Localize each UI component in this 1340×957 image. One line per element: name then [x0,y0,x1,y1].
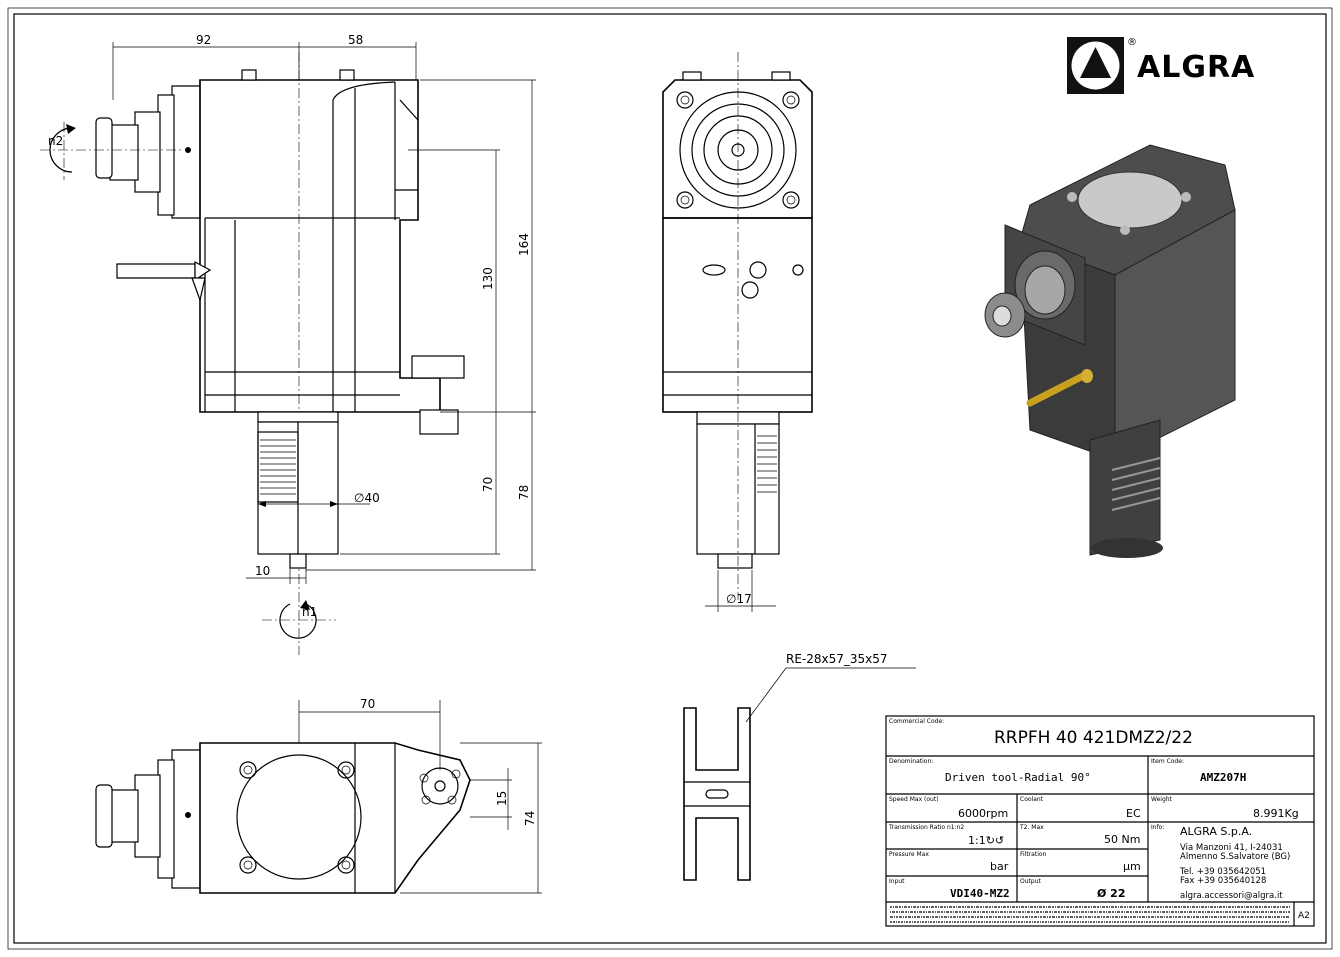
brand-logo: ALGRA ® [1067,37,1255,94]
denomination-label: Denomination: [889,758,933,765]
dim-130: 130 [481,267,495,290]
company: ALGRA S.p.A. [1180,825,1252,838]
input-label: Input [889,878,905,885]
weight-value: 8.991Kg [1253,807,1299,820]
dim-70-top: 70 [360,697,375,711]
front-view: 92 58 n2 [40,33,536,655]
inner-border [13,13,1327,944]
isometric-3d-view [984,144,1236,558]
item-code-label: Item Code: [1151,758,1184,765]
speed-label: Speed Max (out) [889,796,939,803]
email: algra.accessori@algra.it [1180,891,1283,901]
dim-58: 58 [348,33,363,47]
denomination: Driven tool-Radial 90° [945,771,1091,784]
address2: Almenno S.Salvatore (BG) [1180,852,1290,862]
dim-70: 70 [481,477,495,492]
shank-thread [257,431,299,503]
coolant-label: Coolant [1020,796,1044,803]
sheet-size: A2 [1298,911,1310,921]
coupling-profile: RE-28x57_35x57 [683,652,916,881]
outer-border [7,7,1333,950]
ratio-label: Transmission Ratio n1:n2 [888,824,964,831]
dim-92: 92 [196,33,211,47]
output-value: Ø 22 [1097,887,1126,900]
ratio-value: 1:1↻↺ [968,834,1004,847]
filtration-label: Filtration [1020,851,1047,858]
torque-value: 50 Nm [1104,833,1140,846]
label-n2: n2 [48,134,63,148]
speed-value: 6000rpm [958,807,1008,820]
side-view: ∅17 [662,52,813,612]
top-view: 70 15 74 [95,697,542,894]
item-code: AMZ207H [1200,771,1246,784]
pressure-label: Pressure Max [889,851,929,858]
torque-label: T2. Max [1019,824,1044,831]
address1: Via Manzoni 41, I-24031 [1180,843,1283,853]
weight-label: Weight [1151,796,1173,803]
tel: Tel. +39 035642051 [1179,867,1266,877]
output-label: Output [1020,878,1041,885]
dim-diameter-17: ∅17 [726,592,752,606]
dim-10: 10 [255,564,270,578]
registered-mark: ® [1127,37,1137,48]
coupling-label: RE-28x57_35x57 [786,652,888,666]
info-label: Info: [1151,824,1164,831]
dim-74: 74 [523,811,537,826]
brand-name: ALGRA [1137,50,1255,85]
input-value: VDI40-MZ2 [950,887,1010,900]
dim-15: 15 [495,791,509,806]
dim-78: 78 [517,485,531,500]
dim-diameter-40: ∅40 [354,491,380,505]
legal-notice-lines [890,906,1290,923]
label-n1: n1 [302,605,317,619]
coolant-value: EC [1126,807,1141,820]
filtration-value: µm [1123,860,1141,873]
title-block: Commercial Code: RRPFH 40 421DMZ2/22 Den… [885,715,1315,927]
fax: Fax +39 035640128 [1180,876,1266,886]
dim-164: 164 [517,233,531,256]
commercial-code: RRPFH 40 421DMZ2/22 [994,728,1193,748]
pressure-value: bar [990,860,1009,873]
commercial-code-label: Commercial Code: [889,718,944,725]
